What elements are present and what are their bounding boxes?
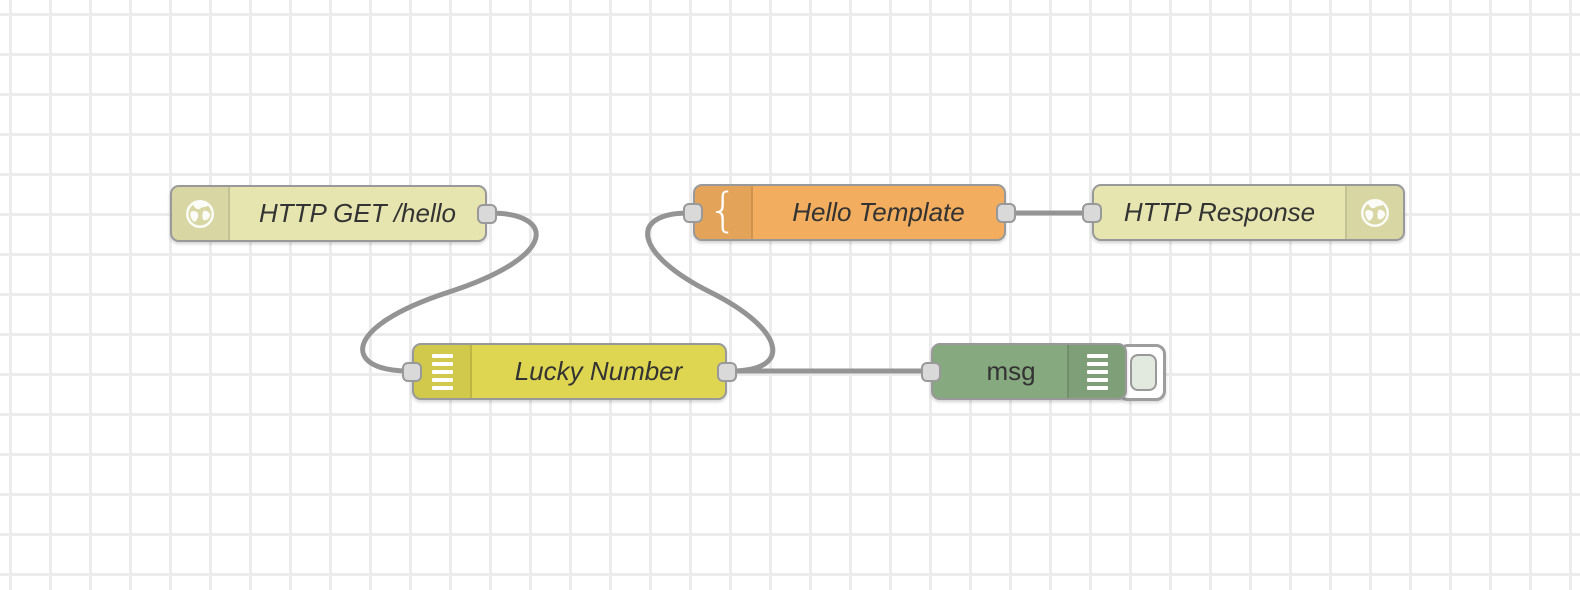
node-label: HTTP Response	[1123, 197, 1316, 227]
node-label: HTTP GET /hello	[259, 198, 456, 228]
input-port[interactable]	[921, 361, 941, 382]
wire-httpin-to-function[interactable]	[360, 210, 539, 374]
node-label: Lucky Number	[514, 356, 683, 386]
node-label: Hello Template	[792, 197, 965, 227]
node-debug[interactable]: msg	[921, 343, 1127, 400]
curly-brace-icon: {	[695, 186, 753, 239]
globe-icon	[172, 187, 230, 240]
output-port[interactable]	[996, 202, 1016, 223]
output-port[interactable]	[717, 361, 737, 382]
output-port[interactable]	[477, 203, 497, 224]
globe-icon	[1345, 186, 1403, 239]
input-port[interactable]	[402, 361, 422, 382]
input-port[interactable]	[683, 202, 703, 223]
node-http-response[interactable]: HTTP Response	[1082, 184, 1405, 241]
code-lines-icon	[414, 345, 472, 398]
input-port[interactable]	[1082, 202, 1102, 223]
debug-toggle-indicator	[1130, 354, 1157, 391]
wire-function-to-template[interactable]	[645, 210, 776, 374]
node-template[interactable]: { Hello Template	[683, 184, 1016, 241]
node-label: msg	[986, 356, 1036, 386]
code-lines-icon	[1067, 345, 1125, 398]
node-function[interactable]: Lucky Number	[402, 343, 737, 400]
node-http-in[interactable]: HTTP GET /hello	[170, 185, 497, 242]
